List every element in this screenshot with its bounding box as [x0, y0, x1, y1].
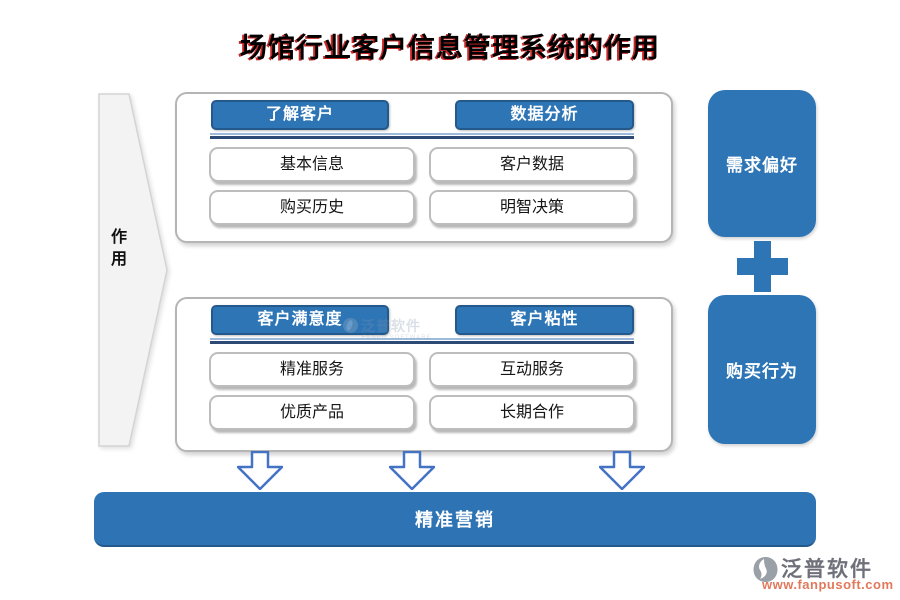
watermark: 泛普软件 FANPU SOFTWARE [343, 318, 463, 341]
right-box-purchase-behavior: 购买行为 [708, 295, 816, 444]
group1-item: 客户数据 [429, 147, 635, 182]
watermark-subtitle: FANPU SOFTWARE [362, 335, 432, 341]
group2-item: 精准服务 [209, 352, 415, 387]
plus-icon [737, 241, 788, 292]
page-title: 场馆行业客户信息管理系统的作用 [240, 33, 660, 64]
group1-header-left: 了解客户 [211, 100, 389, 130]
fanpu-logo-icon [753, 557, 778, 582]
footer-brand-name: 泛普软件 [781, 558, 873, 581]
left-banner-label: 作用 [108, 228, 125, 272]
group1-divider [210, 133, 634, 139]
group-understand-customer: 了解客户 数据分析 基本信息 客户数据 购买历史 明智决策 [175, 92, 673, 243]
group2-item: 长期合作 [429, 395, 635, 430]
right-box-demand-preference: 需求偏好 [708, 90, 816, 237]
group2-divider [210, 338, 634, 344]
bottom-bar-precise-marketing: 精准营销 [94, 492, 816, 547]
group2-header-right: 客户粘性 [455, 305, 634, 335]
left-banner-pentagon [98, 93, 168, 447]
down-arrow-icon [237, 451, 283, 490]
group2-item: 互动服务 [429, 352, 635, 387]
group1-item: 基本信息 [209, 147, 415, 182]
group1-header-right: 数据分析 [455, 100, 634, 130]
watermark-brand: 泛普软件 [361, 317, 421, 334]
group2-item: 优质产品 [209, 395, 415, 430]
group1-item: 购买历史 [209, 190, 415, 225]
watermark-logo-icon [343, 318, 358, 333]
group1-item: 明智决策 [429, 190, 635, 225]
down-arrow-icon [599, 451, 645, 490]
group-customer-loyalty: 客户满意度 客户粘性 精准服务 互动服务 优质产品 长期合作 [175, 297, 673, 452]
footer-website-url: www.fanpusoft.com [762, 577, 894, 592]
group2-header-left: 客户满意度 [211, 305, 389, 335]
down-arrow-icon [389, 451, 435, 490]
